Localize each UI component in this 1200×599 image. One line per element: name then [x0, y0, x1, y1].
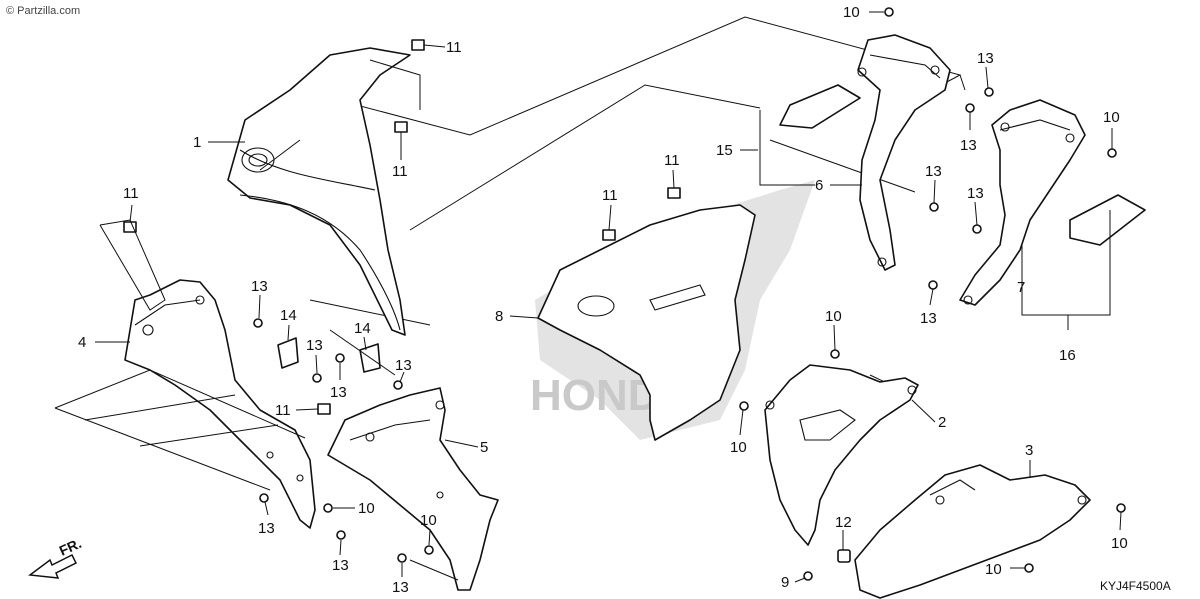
callout-labels: 11 1 11 11 4 13 14 13 14 13 13 11 5 10 1… — [78, 4, 1128, 596]
stay-icon — [277, 337, 299, 369]
callout-7: 7 — [1017, 279, 1025, 296]
leader-lines — [54, 11, 1122, 583]
callout-10: 10 — [420, 512, 437, 529]
callout-10: 10 — [985, 561, 1002, 578]
callout-8: 8 — [495, 308, 503, 325]
callout-14: 14 — [354, 320, 371, 337]
callout-15: 15 — [716, 142, 733, 159]
clip-icon — [667, 187, 681, 199]
callout-5: 5 — [480, 439, 488, 456]
part-7-side-cover[interactable] — [959, 99, 1086, 306]
callout-10: 10 — [1103, 109, 1120, 126]
callout-13: 13 — [920, 310, 937, 327]
clip-icon — [411, 39, 425, 51]
callout-9: 9 — [781, 574, 789, 591]
part-8-inner-cover[interactable] — [537, 204, 756, 441]
callout-10: 10 — [1111, 535, 1128, 552]
screw-icons — [253, 7, 1126, 581]
callout-13: 13 — [330, 384, 347, 401]
callout-10: 10 — [843, 4, 860, 21]
callout-1: 1 — [193, 134, 201, 151]
callout-2: 2 — [938, 414, 946, 431]
callout-13: 13 — [967, 185, 984, 202]
callout-10: 10 — [730, 439, 747, 456]
callout-13: 13 — [258, 520, 275, 537]
part-4-inner-panel-left[interactable] — [124, 279, 316, 529]
callout-3: 3 — [1025, 442, 1033, 459]
callout-13: 13 — [392, 579, 409, 596]
callout-11: 11 — [392, 163, 408, 180]
part-3-lower-cowl[interactable] — [854, 464, 1091, 599]
callout-13: 13 — [960, 137, 977, 154]
front-arrow-icon — [28, 553, 78, 579]
callout-11: 11 — [123, 185, 139, 202]
part-6-side-cover[interactable] — [857, 34, 951, 271]
part-16-sticker[interactable] — [1069, 194, 1146, 246]
callout-11: 11 — [602, 187, 618, 204]
callout-6: 6 — [815, 177, 823, 194]
part-1-upper-cowl[interactable] — [227, 47, 411, 336]
callout-13: 13 — [395, 357, 412, 374]
callout-16: 16 — [1059, 347, 1076, 364]
clip-icon — [394, 121, 408, 133]
callout-10: 10 — [825, 308, 842, 325]
watermark: © Partzilla.com — [6, 5, 80, 17]
callout-10: 10 — [358, 500, 375, 517]
diagram-code: KYJ4F4500A — [1100, 579, 1171, 593]
callout-14: 14 — [280, 307, 297, 324]
callout-13: 13 — [332, 557, 349, 574]
front-direction-indicator: FR. — [28, 535, 84, 579]
part-15-sticker[interactable] — [779, 84, 861, 129]
callout-11: 11 — [275, 402, 291, 419]
clip-icon — [317, 403, 331, 415]
direction-label: FR. — [57, 535, 84, 559]
part-2-under-cowl[interactable] — [764, 364, 919, 546]
part-5-lower-side-panel[interactable] — [327, 387, 499, 591]
callout-12: 12 — [835, 514, 852, 531]
callout-13: 13 — [925, 163, 942, 180]
callout-4: 4 — [78, 334, 86, 351]
callout-11: 11 — [446, 39, 462, 56]
grommet-icon — [837, 549, 851, 563]
callout-13: 13 — [306, 337, 323, 354]
fasteners — [123, 7, 1126, 581]
callout-13: 13 — [251, 278, 268, 295]
clip-icon — [602, 229, 616, 241]
callout-11: 11 — [664, 152, 680, 169]
callout-13: 13 — [977, 50, 994, 67]
